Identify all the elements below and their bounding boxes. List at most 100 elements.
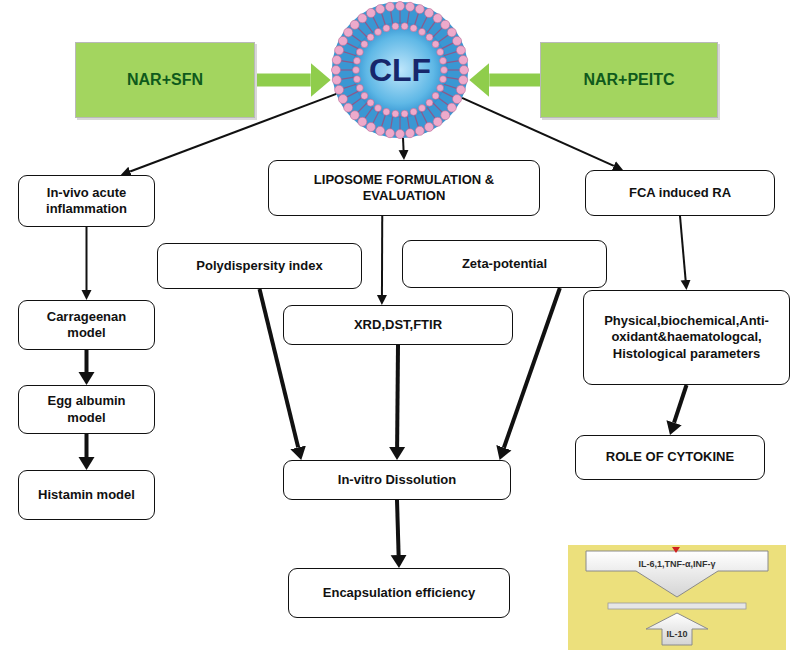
lipid-head — [344, 103, 353, 112]
process-box: Physical,biochemical,Anti- oxidant&haema… — [583, 290, 790, 385]
lipid-head — [437, 49, 444, 56]
lipid-head — [419, 28, 426, 35]
lipid-head — [366, 123, 375, 132]
lipid-head — [383, 108, 390, 115]
drug-box: NAR+PEITC — [540, 42, 718, 118]
lipid-head — [332, 76, 341, 85]
lipid-head — [344, 28, 353, 37]
process-box: In-vitro Dissolution — [283, 460, 511, 500]
flow-arrow — [85, 350, 89, 372]
process-box: Egg albumin model — [18, 385, 155, 434]
lipid-head — [350, 111, 359, 120]
lipid-head — [441, 111, 450, 120]
lipid-head — [441, 67, 448, 74]
lipid-head — [392, 110, 399, 117]
lipid-head — [425, 8, 434, 17]
lipid-head — [401, 23, 408, 30]
node-label: In-vivo acute inflammation — [27, 185, 146, 218]
lipid-head — [383, 25, 390, 32]
lipid-head — [433, 14, 442, 23]
lipid-head — [396, 2, 405, 11]
divider-bar — [608, 603, 746, 609]
lipid-head — [460, 66, 469, 75]
lipid-head — [440, 76, 447, 83]
lipid-head — [406, 129, 415, 138]
node-label: Zeta-potential — [462, 256, 547, 272]
lipid-head — [335, 46, 344, 55]
cytokine-label: IL-6,1,TNF-α,INF-γ — [638, 559, 715, 570]
drug-box: NAR+SFN — [75, 42, 255, 118]
lipid-head — [366, 8, 375, 17]
node-label: Physical,biochemical,Anti- oxidant&haema… — [592, 313, 781, 362]
flow-arrow — [680, 216, 686, 280]
lipid-head — [361, 41, 368, 48]
node-label: FCA induced RA — [629, 185, 731, 201]
lipid-head — [415, 126, 424, 135]
process-box: Histamin model — [18, 470, 155, 520]
lipid-head — [432, 41, 439, 48]
process-box: LIPOSOME FORMULATION & EVALUATION — [268, 160, 540, 216]
node-label: Egg albumin model — [27, 393, 146, 426]
process-box: FCA induced RA — [585, 170, 775, 216]
lipid-head — [385, 2, 394, 11]
node-label: LIPOSOME FORMULATION & EVALUATION — [277, 172, 531, 205]
node-label: NAR+SFN — [127, 70, 203, 90]
node-label: Encapsulation efficiency — [323, 585, 475, 601]
lipid-head — [367, 34, 374, 41]
lipid-head — [410, 108, 417, 115]
flow-arrow — [395, 345, 400, 447]
lipid-head — [361, 92, 368, 99]
lipid-head — [353, 67, 360, 74]
lipid-head — [335, 85, 344, 94]
lipid-head — [358, 117, 367, 126]
lipid-head — [459, 55, 468, 64]
up-arrow — [646, 613, 708, 645]
flow-arrow — [85, 434, 89, 457]
lipid-head — [385, 129, 394, 138]
lipid-head — [356, 49, 363, 56]
lipid-head — [332, 66, 341, 75]
lipid-head — [447, 103, 456, 112]
process-box: XRD,DST,FTIR — [283, 305, 513, 345]
lipid-head — [406, 2, 415, 11]
node-label: In-vitro Dissolution — [338, 472, 456, 488]
inner-core — [352, 22, 448, 118]
lipid-head — [456, 85, 465, 94]
flow-arrow — [674, 385, 686, 423]
liposome-circle: CLF — [330, 0, 470, 140]
lipid-head — [367, 99, 374, 106]
lipid-head — [440, 57, 447, 64]
node-label: XRD,DST,FTIR — [354, 317, 442, 333]
cytokine-label: IL-10 — [666, 629, 687, 640]
lipid-head — [426, 34, 433, 41]
process-box: In-vivo acute inflammation — [18, 175, 155, 227]
lipid-head — [453, 95, 462, 104]
lipid-head — [376, 5, 385, 14]
flow-arrow — [397, 500, 399, 555]
process-box: ROLE OF CYTOKINE — [575, 435, 765, 480]
outer-layer — [332, 2, 468, 138]
lipid-head — [437, 84, 444, 91]
lipid-head — [459, 76, 468, 85]
node-label: Histamin model — [38, 487, 135, 503]
flow-arrow — [402, 138, 405, 150]
lipid-head — [419, 105, 426, 112]
node-label: Carrageenan model — [27, 309, 146, 342]
lipid-head — [350, 20, 359, 29]
lipid-head — [332, 55, 341, 64]
node-label: CLF — [369, 50, 431, 90]
lipid-head — [375, 105, 382, 112]
cytokine-panel: IL-6,1,TNF-α,INF-γIL-10 — [568, 545, 786, 650]
lipid-head — [426, 99, 433, 106]
lipid-head — [401, 110, 408, 117]
lipid-head — [353, 76, 360, 83]
lipid-head — [396, 130, 405, 139]
flow-arrow — [86, 227, 88, 290]
lipid-head — [433, 117, 442, 126]
node-label: NAR+PEITC — [583, 70, 674, 90]
lipid-head — [338, 95, 347, 104]
process-box: Carrageenan model — [18, 300, 155, 350]
process-box: Polydispersity index — [157, 243, 362, 289]
lipid-head — [376, 126, 385, 135]
lipid-head — [425, 123, 434, 132]
